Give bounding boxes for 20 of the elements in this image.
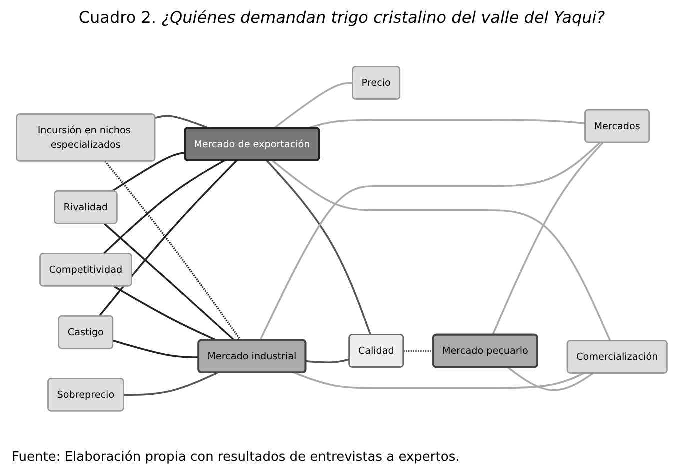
connector — [260, 142, 601, 340]
connector — [104, 160, 242, 341]
connector — [98, 160, 238, 317]
connector — [104, 222, 236, 341]
connector — [404, 350, 434, 352]
connector — [274, 82, 354, 129]
connector — [113, 339, 199, 358]
connector — [155, 114, 210, 129]
source-note: Fuente: Elaboración propia con resultados de entrevistas a expertos. — [12, 450, 461, 465]
connector — [272, 160, 612, 342]
connector — [124, 372, 218, 396]
connector — [113, 285, 218, 341]
connector — [507, 366, 594, 391]
figure-title: Cuadro 2. ¿Quiénes demandan trigo cristalino del valle del Yaqui? — [78, 8, 606, 27]
connector — [492, 142, 604, 335]
connector — [294, 372, 584, 389]
connector — [103, 160, 225, 254]
connector — [112, 152, 186, 192]
connector — [266, 160, 372, 335]
connector — [306, 358, 350, 364]
